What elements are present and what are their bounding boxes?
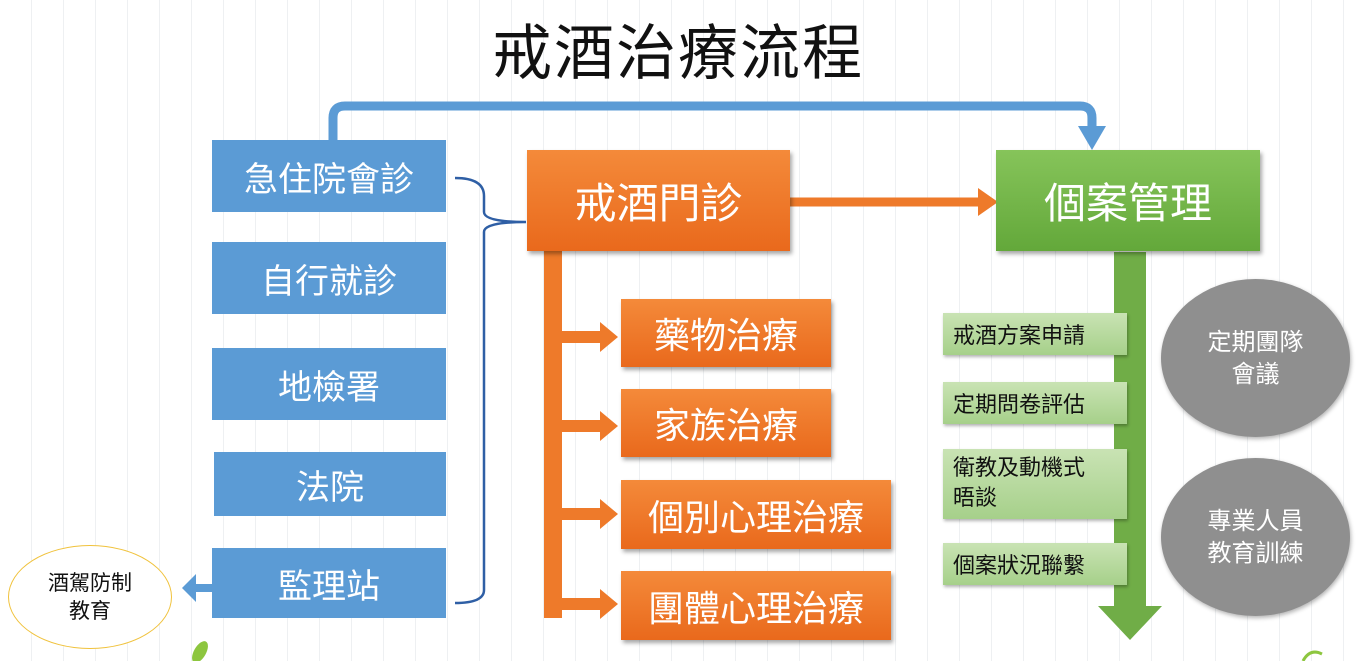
referral-self-label: 自行就診 xyxy=(261,261,397,302)
treatment-medication-label: 藥物治療 xyxy=(653,316,798,357)
treatment-family: 家族治療 xyxy=(621,389,831,457)
leaf-decoration xyxy=(192,641,208,661)
staff-training-circle: 專業人員教育訓練 xyxy=(1161,458,1350,616)
to-education-arrowhead xyxy=(182,574,196,602)
referral-court-label: 法院 xyxy=(296,467,364,508)
case-step-education-interview-label: 衛教及動機式晤談 xyxy=(953,456,1086,511)
case-management-label: 個案管理 xyxy=(1043,179,1212,228)
case-trunk-arrowhead xyxy=(1098,606,1162,640)
outpatient-label: 戒酒門診 xyxy=(574,179,743,228)
treatment-individual-label: 個別心理治療 xyxy=(647,497,864,539)
branch-arrow-3 xyxy=(600,499,618,529)
treatment-group-label: 團體心理治療 xyxy=(647,588,864,630)
branch-arrow-1 xyxy=(600,322,618,352)
outpatient-trunk xyxy=(544,251,562,618)
page-title: 戒酒治療流程 xyxy=(492,19,864,89)
case-step-contact: 個案狀況聯繫 xyxy=(943,543,1127,585)
case-management-box: 個案管理 xyxy=(996,150,1260,251)
top-loop-arrowhead xyxy=(1078,126,1106,150)
case-step-questionnaire: 定期問卷評估 xyxy=(943,382,1127,424)
outpatient-box: 戒酒門診 xyxy=(527,150,790,251)
referral-court: 法院 xyxy=(214,452,446,516)
case-step-application: 戒酒方案申請 xyxy=(943,313,1127,355)
branch-arrow-2 xyxy=(600,411,618,441)
dui-education-circle: 酒駕防制教育 xyxy=(8,545,172,649)
case-step-questionnaire-label: 定期問卷評估 xyxy=(953,393,1086,418)
referral-motor-office: 監理站 xyxy=(212,548,446,618)
dui-education-label: 酒駕防制教育 xyxy=(48,571,132,623)
referral-self: 自行就診 xyxy=(212,242,446,314)
swirl-decoration xyxy=(1301,650,1323,661)
referral-motor-office-label: 監理站 xyxy=(278,566,380,607)
treatment-family-label: 家族治療 xyxy=(653,406,798,447)
case-step-education-interview: 衛教及動機式晤談 xyxy=(943,449,1127,519)
outpatient-to-case-arrowhead xyxy=(978,188,998,216)
treatment-group: 團體心理治療 xyxy=(621,571,891,640)
treatment-medication: 藥物治療 xyxy=(621,299,831,367)
referral-emergency: 急住院會診 xyxy=(212,140,446,212)
team-meeting-circle: 定期團隊會議 xyxy=(1161,279,1350,437)
referral-emergency-label: 急住院會診 xyxy=(244,159,414,200)
case-step-application-label: 戒酒方案申請 xyxy=(953,324,1086,349)
referral-prosecutor-label: 地檢署 xyxy=(278,367,380,408)
referral-prosecutor: 地檢署 xyxy=(212,348,446,420)
to-education-line xyxy=(194,584,214,592)
team-meeting-label: 定期團隊會議 xyxy=(1207,328,1304,388)
treatment-individual: 個別心理治療 xyxy=(621,480,891,549)
staff-training-label: 專業人員教育訓練 xyxy=(1207,507,1304,567)
referral-brace xyxy=(454,176,527,605)
branch-arrow-4 xyxy=(600,589,618,619)
case-step-contact-label: 個案狀況聯繫 xyxy=(953,554,1086,579)
top-loop-arrow xyxy=(328,101,1097,140)
